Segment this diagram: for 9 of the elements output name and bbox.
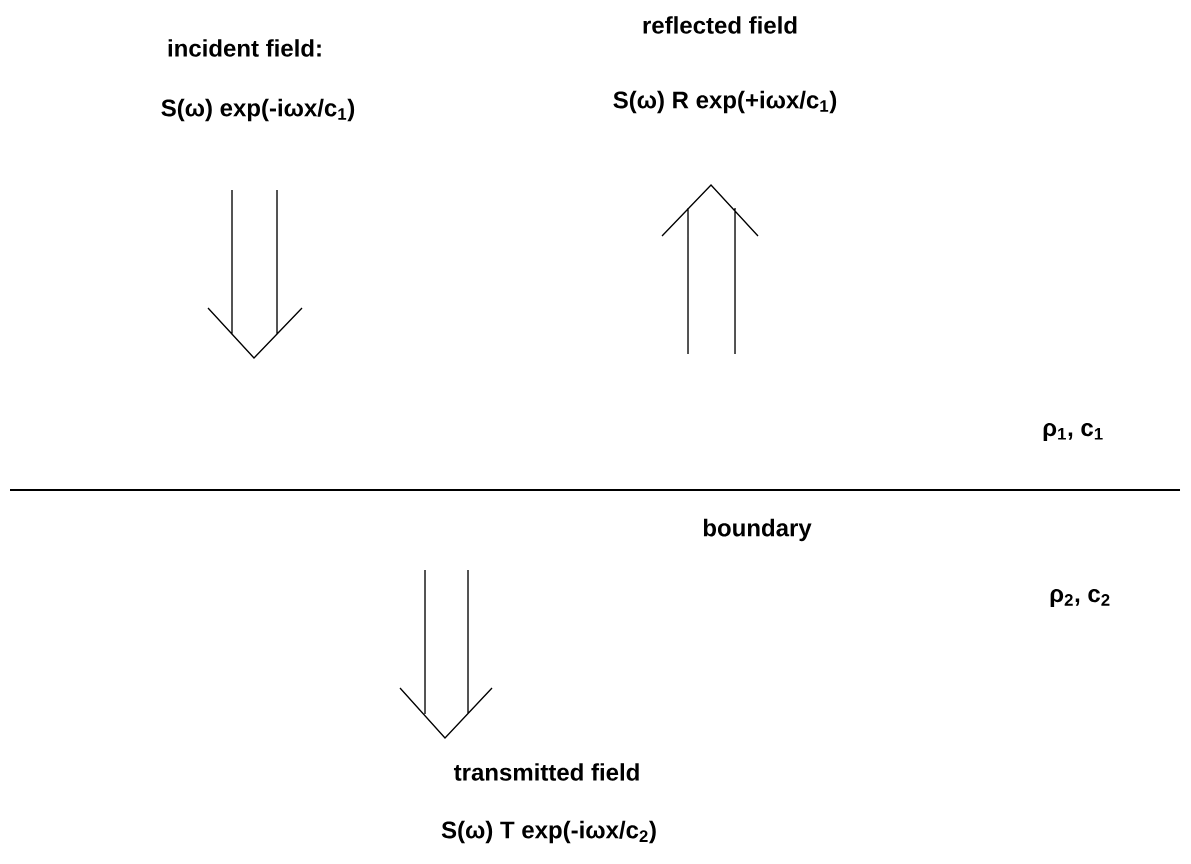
medium-label: ρ$_{1}$, c$_{1}$ xyxy=(1043,423,1103,441)
formula-label: S(ω) exp(-iωx/c$_{1}$) xyxy=(161,98,355,122)
formula-label: S(ω) R exp(+iωx/c$_{1}$) xyxy=(613,90,837,114)
text-label: boundary xyxy=(703,518,812,542)
text-label: incident field: xyxy=(168,39,321,57)
text-label: reflected field xyxy=(643,16,797,34)
medium-label: ρ$_{2}$, c$_{2}$ xyxy=(1050,589,1110,607)
formula-label: S(ω) T exp(-iωx/c$_{2}$) xyxy=(441,820,656,844)
text-label: transmitted field xyxy=(453,763,639,781)
